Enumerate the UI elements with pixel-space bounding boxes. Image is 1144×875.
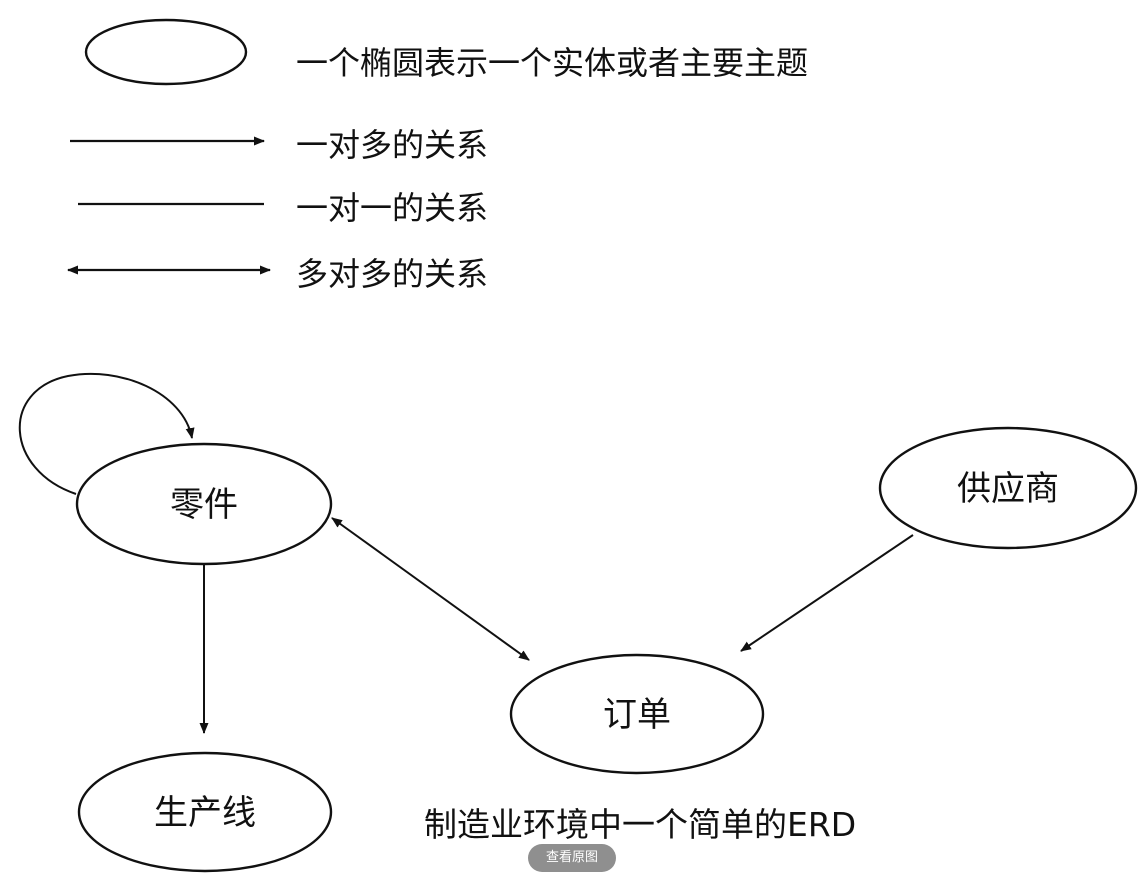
- legend-one-to-many-text: 一对多的关系: [296, 126, 488, 164]
- part-label: 零件: [170, 485, 238, 525]
- part-self-one-to-many-arrow: [18, 372, 195, 495]
- supplier-entity: [878, 426, 1138, 550]
- part-entity: [75, 442, 333, 566]
- diagram-caption: 制造业环境中一个简单的ERD: [424, 805, 856, 844]
- legend: 一个椭圆表示一个实体或者主要主题 一对多的关系 一对一的关系 多对多的关系: [67, 18, 808, 293]
- order-entity: [509, 653, 765, 775]
- supplier-to-order-arrow: [740, 534, 914, 652]
- legend-one-to-one-text: 一对一的关系: [296, 189, 488, 227]
- production-line-label: 生产线: [154, 793, 256, 833]
- view-original-button[interactable]: 查看原图: [528, 844, 616, 872]
- entities: 零件 供应商 订单 生产线: [75, 426, 1138, 873]
- order-label: 订单: [603, 695, 671, 735]
- legend-ellipse-symbol: [84, 18, 248, 86]
- part-order-many-to-many-arrow: [331, 517, 530, 661]
- supplier-label: 供应商: [957, 469, 1059, 509]
- legend-many-to-many-text: 多对多的关系: [296, 255, 488, 293]
- legend-entity-text: 一个椭圆表示一个实体或者主要主题: [296, 44, 808, 82]
- production-line-entity: [77, 751, 333, 873]
- relationships: [18, 372, 914, 734]
